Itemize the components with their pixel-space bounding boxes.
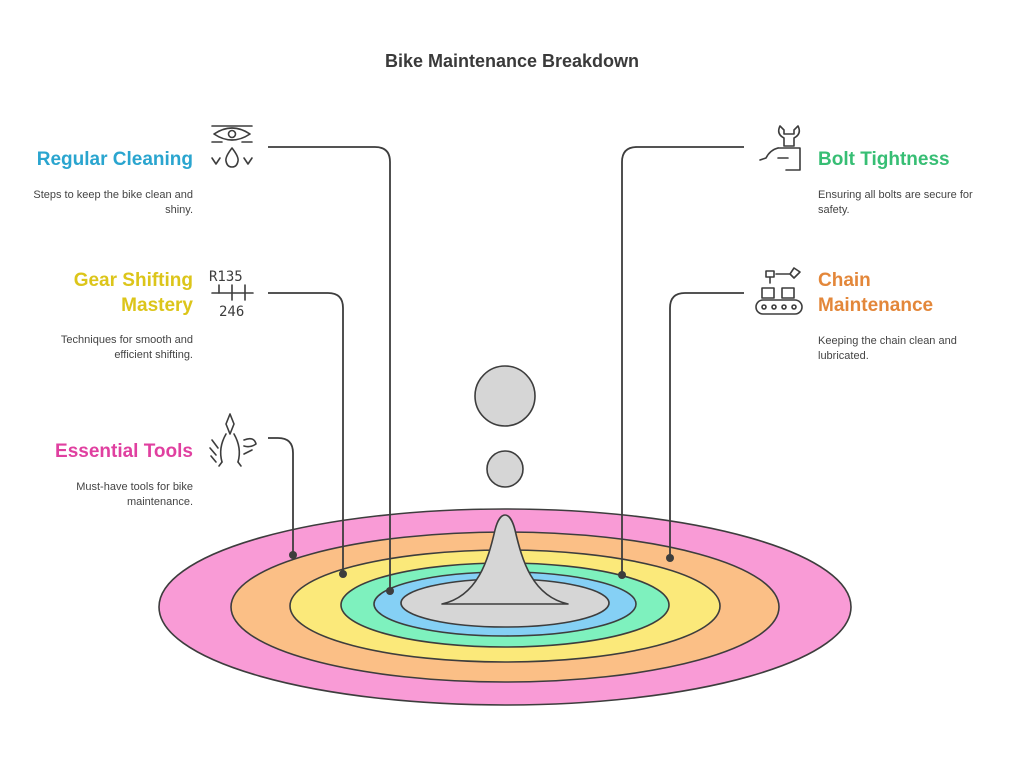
connector-dot-chain-maintenance [666,554,674,562]
heading-essential-tools: Essential Tools [55,441,193,462]
desc-chain-maintenance: Keeping the chain clean and lubricated. [818,335,957,362]
heading-gear-shifting: Gear Shifting Mastery [73,270,193,316]
heading-bolt-tightness: Bolt Tightness [818,149,950,170]
connector-regular-cleaning [268,146,391,590]
connector-dot-bolt-tightness [618,571,626,579]
gear-shifter-top-label: R135 [209,269,243,285]
desc-gear-shifting: Techniques for smooth and efficient shif… [60,334,193,361]
desc-bolt-tightness: Ensuring all bolts are secure for safety… [818,189,973,216]
pliers-tool-icon [209,413,257,467]
gear-shifter-bottom-label: 246 [219,304,244,320]
desc-regular-cleaning: Steps to keep the bike clean and shiny. [33,189,193,216]
heading-regular-cleaning: Regular Cleaning [36,149,193,170]
connector-dot-gear-shifting [339,570,347,578]
droplet-small [486,450,524,488]
connector-chain-maintenance [669,292,744,558]
connector-dot-regular-cleaning [386,587,394,595]
droplet-large [474,365,536,427]
connector-gear-shifting [268,292,344,573]
connector-bolt-tightness [621,146,744,574]
conveyor-chain-icon [755,267,803,315]
heading-chain-maintenance: Chain Maintenance [818,270,934,316]
desc-essential-tools: Must-have tools for bike maintenance. [76,481,193,508]
gear-shifter-icon: R135 246 [209,269,254,320]
splash-spike [441,514,569,605]
connector-dot-essential-tools [289,551,297,559]
diagram-title: Bike Maintenance Breakdown [384,51,640,71]
cleaning-icon [211,125,253,168]
wrench-hand-icon [759,125,801,171]
connector-essential-tools [268,437,294,555]
